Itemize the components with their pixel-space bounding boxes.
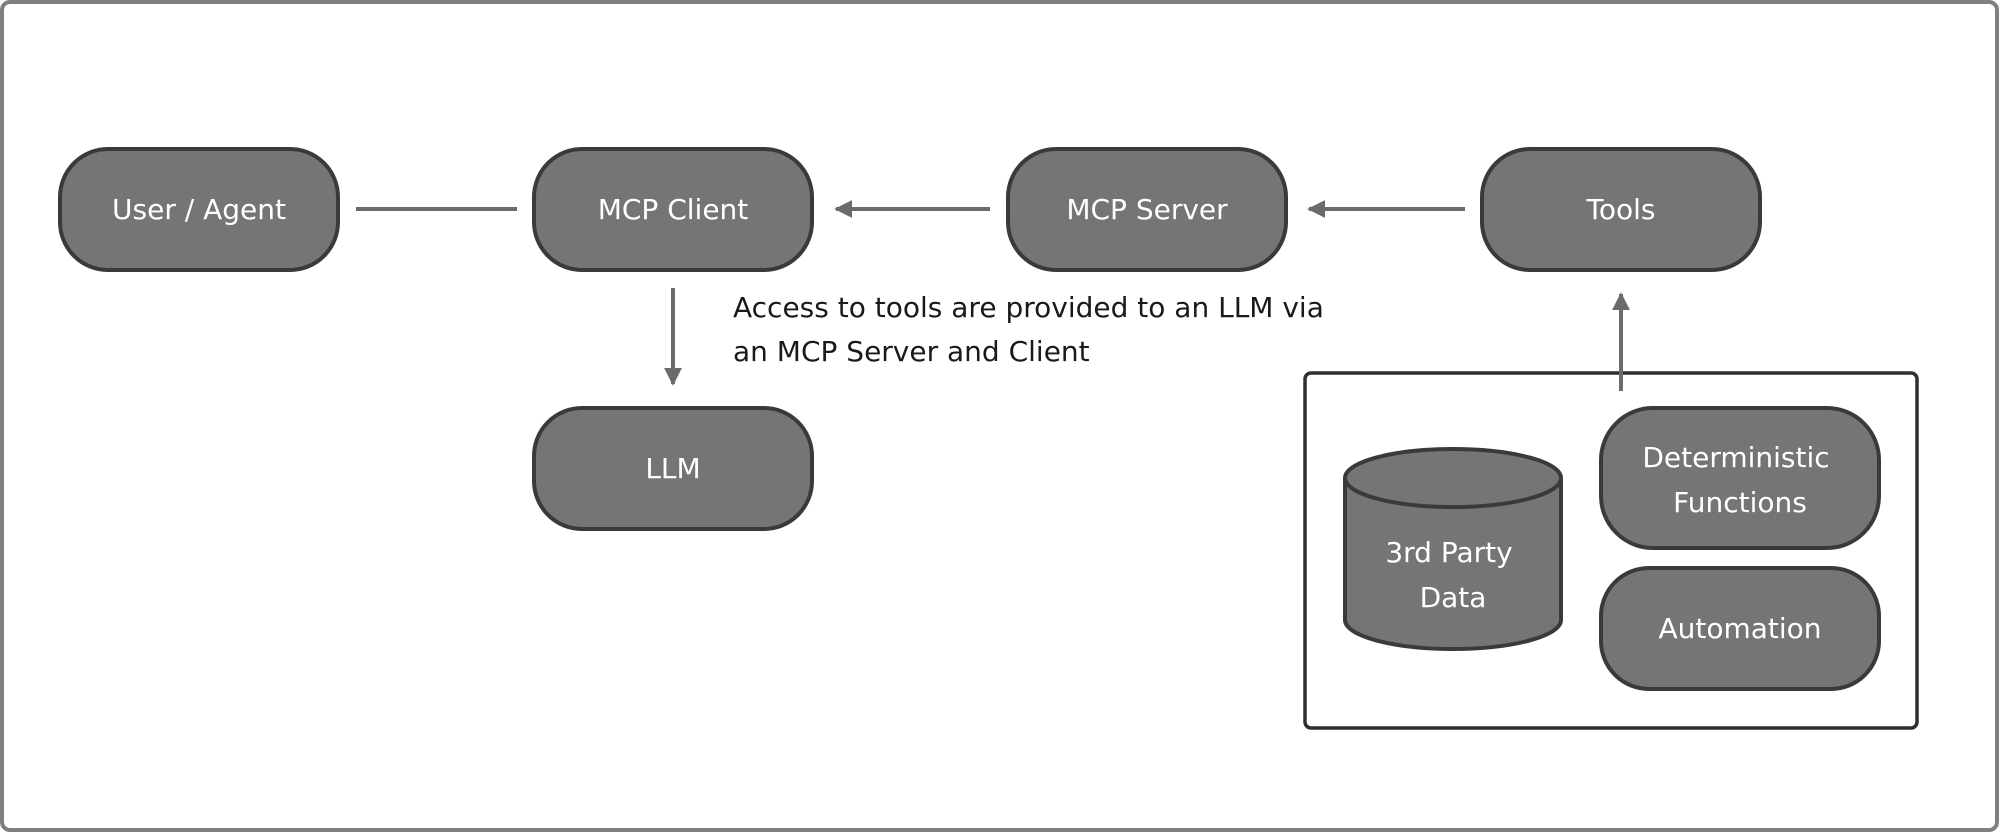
node-third-party-data-label-line1: 3rd Party — [1385, 536, 1512, 569]
node-tools-label: Tools — [1586, 193, 1656, 226]
node-mcp-server: MCP Server — [1006, 147, 1288, 272]
node-automation: Automation — [1599, 566, 1881, 691]
node-third-party-data-label-line2: Data — [1420, 581, 1487, 614]
annotation-line-1: Access to tools are provided to an LLM v… — [733, 291, 1324, 324]
node-third-party-data: 3rd Party Data — [1343, 447, 1563, 651]
annotation-line-2: an MCP Server and Client — [733, 335, 1090, 368]
node-deterministic-functions-label-line1: Deterministic — [1642, 441, 1829, 474]
node-mcp-server-label: MCP Server — [1066, 193, 1228, 226]
node-deterministic-functions-label-line2: Functions — [1673, 486, 1807, 519]
node-mcp-client: MCP Client — [532, 147, 814, 272]
node-mcp-client-label: MCP Client — [598, 193, 749, 226]
node-deterministic-functions: Deterministic Functions — [1599, 406, 1881, 550]
node-tools: Tools — [1480, 147, 1762, 272]
node-user-agent: User / Agent — [58, 147, 340, 272]
node-llm-label: LLM — [645, 452, 700, 485]
node-llm: LLM — [532, 406, 814, 531]
node-user-agent-label: User / Agent — [112, 193, 286, 226]
tools-group-box — [1303, 371, 1919, 730]
node-automation-label: Automation — [1658, 612, 1821, 645]
